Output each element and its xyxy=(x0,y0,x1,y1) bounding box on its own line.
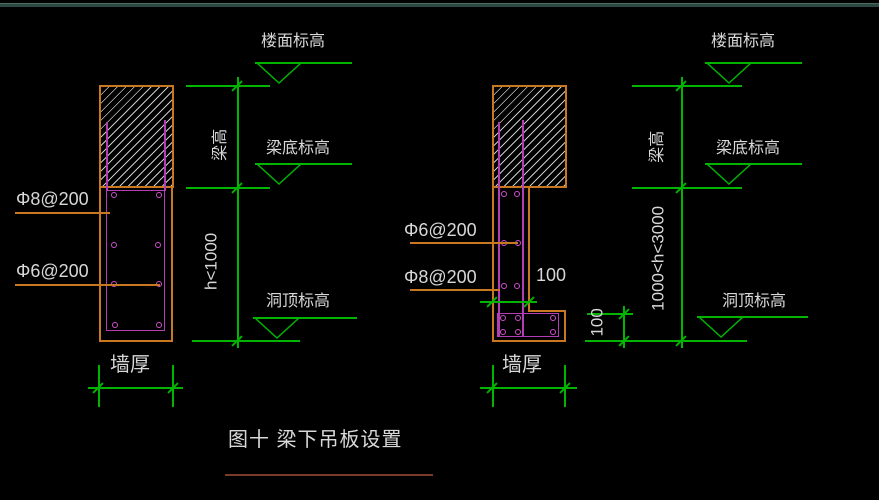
rebar-line xyxy=(522,120,524,337)
right-beam-height-label: 梁高 xyxy=(649,130,667,163)
elevation-triangle-icon xyxy=(698,317,744,339)
title-underline xyxy=(225,474,433,476)
right-rebar-label-bottom: Φ8@200 xyxy=(404,267,477,287)
beam-section-hatched xyxy=(99,85,174,188)
foot-outline-right xyxy=(564,310,566,342)
elevation-triangle-icon xyxy=(256,164,302,186)
foot-outline-bottom xyxy=(492,340,566,342)
elevation-marker-bar xyxy=(697,316,808,318)
dimension-line xyxy=(480,301,537,303)
right-hole-top-level-label: 洞顶标高 xyxy=(722,293,787,310)
left-beam-bottom-level-label: 梁底标高 xyxy=(266,140,331,157)
right-floor-level-label: 楼面标高 xyxy=(711,33,776,50)
dimension-line-vertical xyxy=(623,306,625,348)
level-line-floor xyxy=(632,85,742,87)
stem-outline-right xyxy=(528,187,530,312)
level-line-floor xyxy=(186,85,270,87)
rebar-dot xyxy=(515,329,521,335)
left-floor-level-label: 楼面标高 xyxy=(261,33,326,50)
rebar-dot xyxy=(514,191,520,197)
rebar-dot xyxy=(501,283,507,289)
elevation-triangle-icon xyxy=(706,164,752,186)
level-line-hole-top xyxy=(585,340,747,342)
beam-section-hatched xyxy=(492,85,567,188)
left-rebar-label-top: Φ8@200 xyxy=(16,189,89,209)
drawing-title: 图十 梁下吊板设置 xyxy=(228,429,403,451)
right-wall-thickness-label: 墙厚 xyxy=(502,354,542,376)
elevation-marker-bar xyxy=(255,62,352,64)
rebar-dot xyxy=(500,329,506,335)
right-foot-height-dim: 100 xyxy=(587,308,607,337)
extension-line xyxy=(587,313,633,315)
rebar-dot xyxy=(515,315,521,321)
left-hole-top-level-label: 洞顶标高 xyxy=(266,293,331,310)
level-line-beam-bottom xyxy=(186,187,270,189)
left-beam-height-label: 梁高 xyxy=(212,128,230,161)
rebar-line xyxy=(498,122,500,337)
dimension-line-vertical xyxy=(237,77,239,348)
leader-line xyxy=(410,242,518,244)
rebar-dot xyxy=(500,315,506,321)
elevation-triangle-icon xyxy=(254,318,300,340)
panel-outline-left xyxy=(492,187,494,342)
rebar-dot xyxy=(156,192,162,198)
leader-line xyxy=(410,289,500,291)
foot-outline-top xyxy=(530,310,566,312)
leader-line xyxy=(15,212,110,214)
dimension-line xyxy=(480,387,577,389)
rebar-dot xyxy=(514,283,520,289)
rebar-dowel-line xyxy=(106,122,108,191)
foot-rebar-cage-rect xyxy=(497,313,559,337)
right-panel-height-range: 1000<h<3000 xyxy=(648,205,668,311)
panel-outline-bottom xyxy=(99,340,173,342)
rebar-dowel-line xyxy=(164,120,166,191)
rebar-dot xyxy=(550,329,556,335)
top-border-line xyxy=(0,3,879,7)
right-stem-width-dim: 100 xyxy=(536,265,567,285)
dimension-line xyxy=(88,387,183,389)
right-rebar-label-top: Φ6@200 xyxy=(404,220,477,240)
elevation-marker-bar xyxy=(253,317,357,319)
leader-line xyxy=(15,284,160,286)
level-line-beam-bottom xyxy=(632,187,742,189)
elevation-marker-bar xyxy=(705,62,802,64)
rebar-dot xyxy=(111,192,117,198)
rebar-dot xyxy=(112,322,118,328)
rebar-dot xyxy=(155,242,161,248)
left-wall-thickness-label: 墙厚 xyxy=(110,354,150,376)
elevation-triangle-icon xyxy=(256,63,302,85)
rebar-dot xyxy=(550,315,556,321)
panel-outline-right xyxy=(171,187,173,342)
panel-outline-left xyxy=(99,187,101,342)
right-beam-bottom-level-label: 梁底标高 xyxy=(716,140,781,157)
elevation-triangle-icon xyxy=(706,63,752,85)
left-panel-height-range: h<1000 xyxy=(201,232,221,290)
level-line-hole-top xyxy=(192,340,300,342)
elevation-marker-bar xyxy=(255,163,352,165)
elevation-marker-bar xyxy=(705,163,802,165)
rebar-dot xyxy=(501,191,507,197)
rebar-dot xyxy=(156,322,162,328)
rebar-dot xyxy=(111,242,117,248)
left-rebar-label-bottom: Φ6@200 xyxy=(16,261,89,281)
rebar-cage-rect xyxy=(106,190,165,331)
dimension-line-vertical xyxy=(681,77,683,348)
